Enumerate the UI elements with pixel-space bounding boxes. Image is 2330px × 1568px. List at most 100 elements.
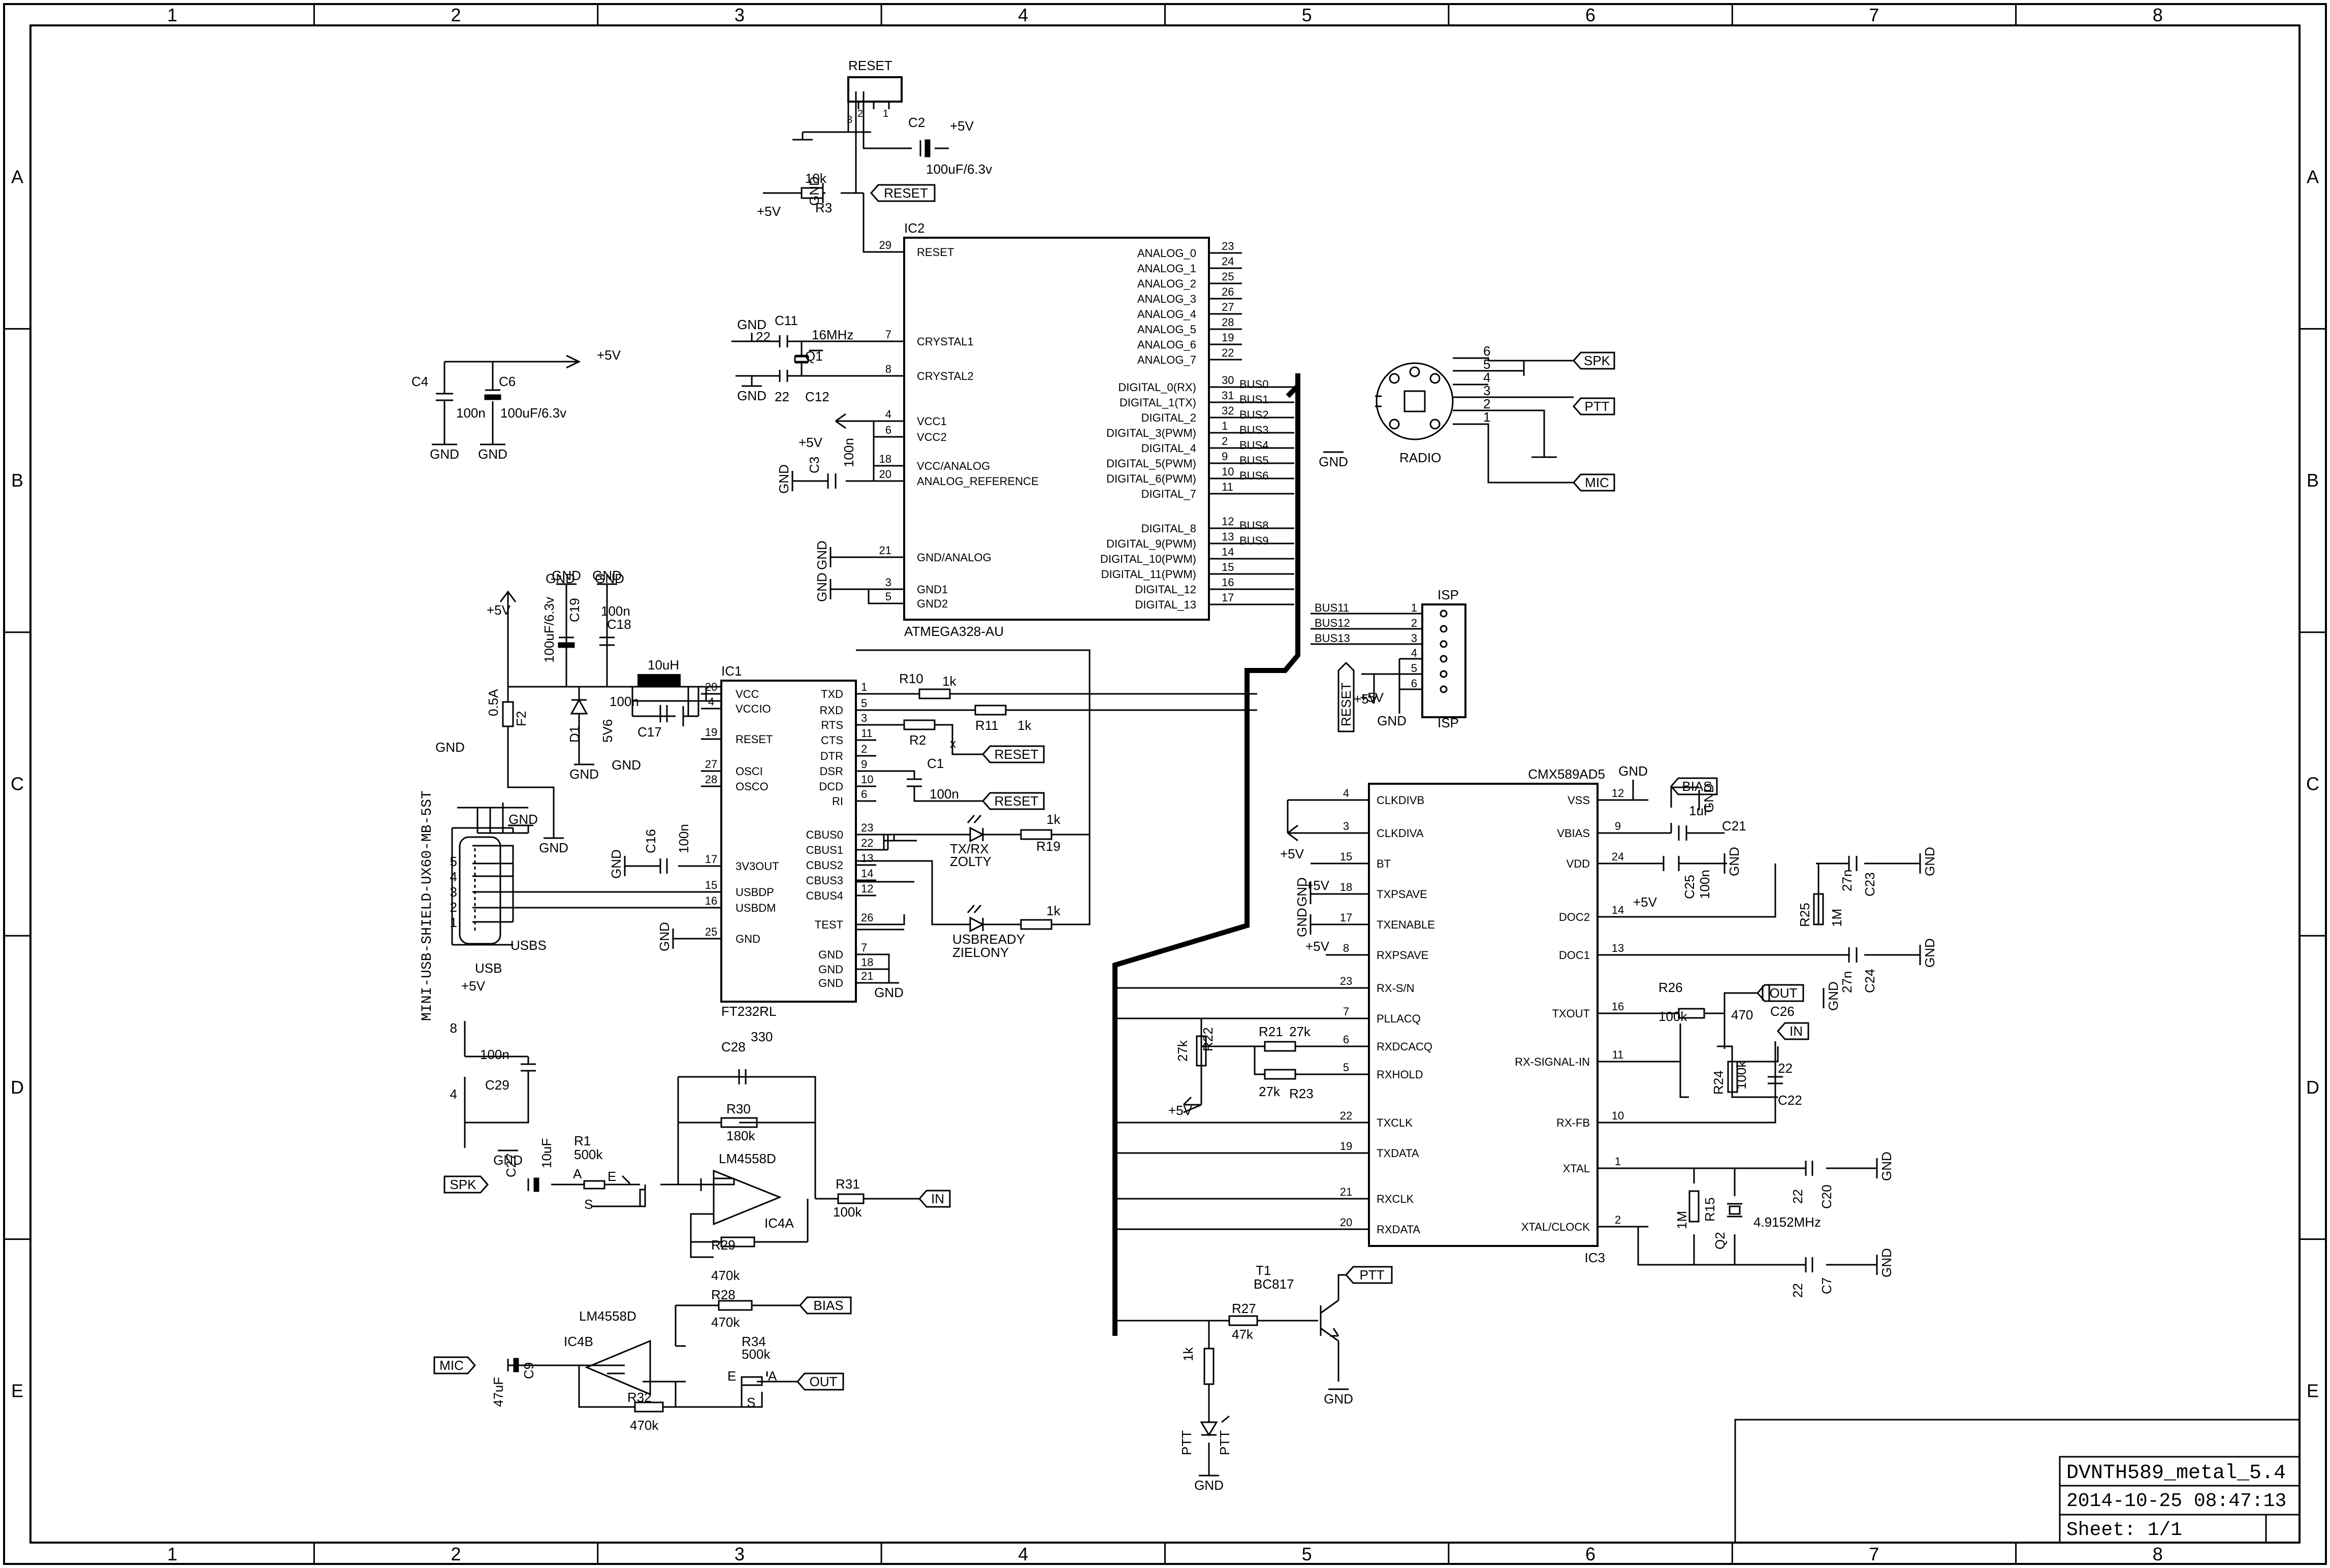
part-label: USBREADY xyxy=(952,932,1025,947)
sheet-number: Sheet: 1/1 xyxy=(2066,1519,2182,1541)
reset-switch-body xyxy=(847,76,903,103)
part-label: C7 xyxy=(1819,1277,1834,1294)
ic2-pin-number: 19 xyxy=(1222,331,1234,344)
ic3-pin-name: TXCLK xyxy=(1377,1116,1413,1129)
ic2-pin-number: 24 xyxy=(1222,255,1234,268)
ic1-pin-number: 1 xyxy=(861,681,867,693)
part-label: C21 xyxy=(1722,818,1746,834)
net-flag xyxy=(1757,984,1804,1002)
ground-label: GND xyxy=(546,571,575,586)
part-label: ZIELONY xyxy=(952,945,1009,960)
part-label: C23 xyxy=(1862,872,1877,897)
ic2-pin-name: CRYSTAL2 xyxy=(917,370,974,382)
part-label: 10k xyxy=(805,171,827,186)
ic1-pin-name: TEST xyxy=(815,918,843,931)
part-label: LM4558D xyxy=(719,1151,776,1166)
ground-label: GND xyxy=(493,1153,523,1168)
frame-column-label: 7 xyxy=(1869,5,1879,25)
part-label: C1 xyxy=(927,756,944,771)
part-label: R31 xyxy=(836,1176,860,1192)
ic2-pins: RESET29CRYSTAL17CRYSTAL28VCC14VCC26VCC/A… xyxy=(879,239,1269,611)
part-label: E xyxy=(727,1368,736,1384)
part-label: C20 xyxy=(1819,1185,1834,1209)
ic3-pin-number: 4 xyxy=(1343,787,1349,799)
part-label: 100n xyxy=(676,824,691,853)
ic3-pin-name: RX-S/N xyxy=(1377,982,1415,995)
ic3-body xyxy=(1368,783,1599,1247)
ic3-pin-number: 16 xyxy=(1612,1000,1624,1013)
part-label: 100uF/6.3v xyxy=(541,597,557,663)
isp-pin xyxy=(1440,610,1448,618)
part-label: R3 xyxy=(815,200,832,215)
ic1-pin-number: 27 xyxy=(705,758,717,771)
frame-row-label: B xyxy=(11,470,23,491)
ground-label: GND xyxy=(1879,1151,1894,1181)
ic2-pin-name: RESET xyxy=(917,246,954,259)
part-label: 10uF xyxy=(539,1138,554,1168)
ic2-pin-number: 13 xyxy=(1222,530,1234,543)
ic2-pin-number: 16 xyxy=(1222,576,1234,589)
net-flag-text: RESET xyxy=(995,747,1039,762)
ground-label: GND xyxy=(776,464,791,494)
ic1-pin-number: 12 xyxy=(861,882,873,895)
ground-label: GND xyxy=(508,812,538,827)
ic3-pin-name: BT xyxy=(1377,857,1391,870)
part-label: 22 xyxy=(1790,1189,1805,1204)
part-label: 22 xyxy=(775,389,789,404)
part-label: C11 xyxy=(775,313,798,328)
part-label: C3 xyxy=(807,457,822,473)
ic3-pin-number: 18 xyxy=(1340,881,1352,893)
ground-label: GND xyxy=(595,571,624,586)
ic3-pin-name: RX-FB xyxy=(1556,1116,1590,1129)
usb-pin-number: 1 xyxy=(450,915,457,930)
part-label: 27n xyxy=(1839,870,1855,891)
part-label: R1 xyxy=(574,1133,591,1148)
ic3-pin-name: PLLACQ xyxy=(1377,1012,1421,1025)
net-flag-text: OUT xyxy=(810,1374,838,1389)
ic2-pin-number: 21 xyxy=(879,544,891,557)
ground-label: GND xyxy=(1727,847,1742,876)
ic2-bus-label: BUS8 xyxy=(1239,519,1268,532)
part-label: C29 xyxy=(485,1077,509,1093)
ic1-pin-number: 16 xyxy=(705,894,717,907)
part-label: 1M xyxy=(1674,1211,1689,1229)
frame-column-label: 8 xyxy=(2153,1544,2163,1564)
ic2-pin-number: 4 xyxy=(885,408,891,421)
frame-column-label: 2 xyxy=(451,5,461,25)
reset-sw-pin1: 1 xyxy=(883,108,888,119)
ic3-pin-name: CLKDIVA xyxy=(1377,827,1424,840)
part-label: 500k xyxy=(742,1347,771,1362)
net-flag xyxy=(870,184,936,202)
ic1-pin-name: DTR xyxy=(820,750,843,762)
ic1-ref: IC1 xyxy=(721,663,742,679)
ic1-pin-number: 6 xyxy=(861,788,867,801)
ic1-pin-name: GND xyxy=(818,948,843,961)
ic1-pin-name: DCD xyxy=(819,780,843,793)
ic2-pin-name: DIGITAL_8 xyxy=(1141,522,1196,535)
ground-label: GND xyxy=(1922,847,1937,876)
ic2-body xyxy=(903,237,1210,621)
ic2-pin-number: 1 xyxy=(1222,420,1228,432)
frame-row-label: C xyxy=(11,774,24,794)
part-label: S xyxy=(747,1395,755,1410)
ic1-pin-number: 3 xyxy=(861,712,867,724)
part-label: R27 xyxy=(1232,1301,1256,1316)
ground-label: GND xyxy=(609,849,624,879)
frame-column-label: 1 xyxy=(167,5,177,25)
part-label: 1k xyxy=(1046,903,1061,918)
part-label: 180k xyxy=(726,1128,755,1143)
part-label: 500k xyxy=(574,1147,603,1162)
ic3-pin-name: DOC2 xyxy=(1559,911,1590,923)
frame-row-label: C xyxy=(2306,774,2319,794)
ic1-pin-number: 7 xyxy=(861,941,867,954)
ic1-pin-number: 11 xyxy=(861,727,873,740)
part-label: C4 xyxy=(411,374,428,389)
net-flag xyxy=(1573,397,1615,415)
ic2-ref: IC2 xyxy=(904,220,924,236)
part-label: R30 xyxy=(726,1101,751,1116)
part-label: R29 xyxy=(711,1237,736,1253)
part-label: BC817 xyxy=(1254,1276,1294,1292)
frame-row-label: E xyxy=(11,1380,23,1401)
isp-pin-number: 3 xyxy=(1411,632,1417,645)
